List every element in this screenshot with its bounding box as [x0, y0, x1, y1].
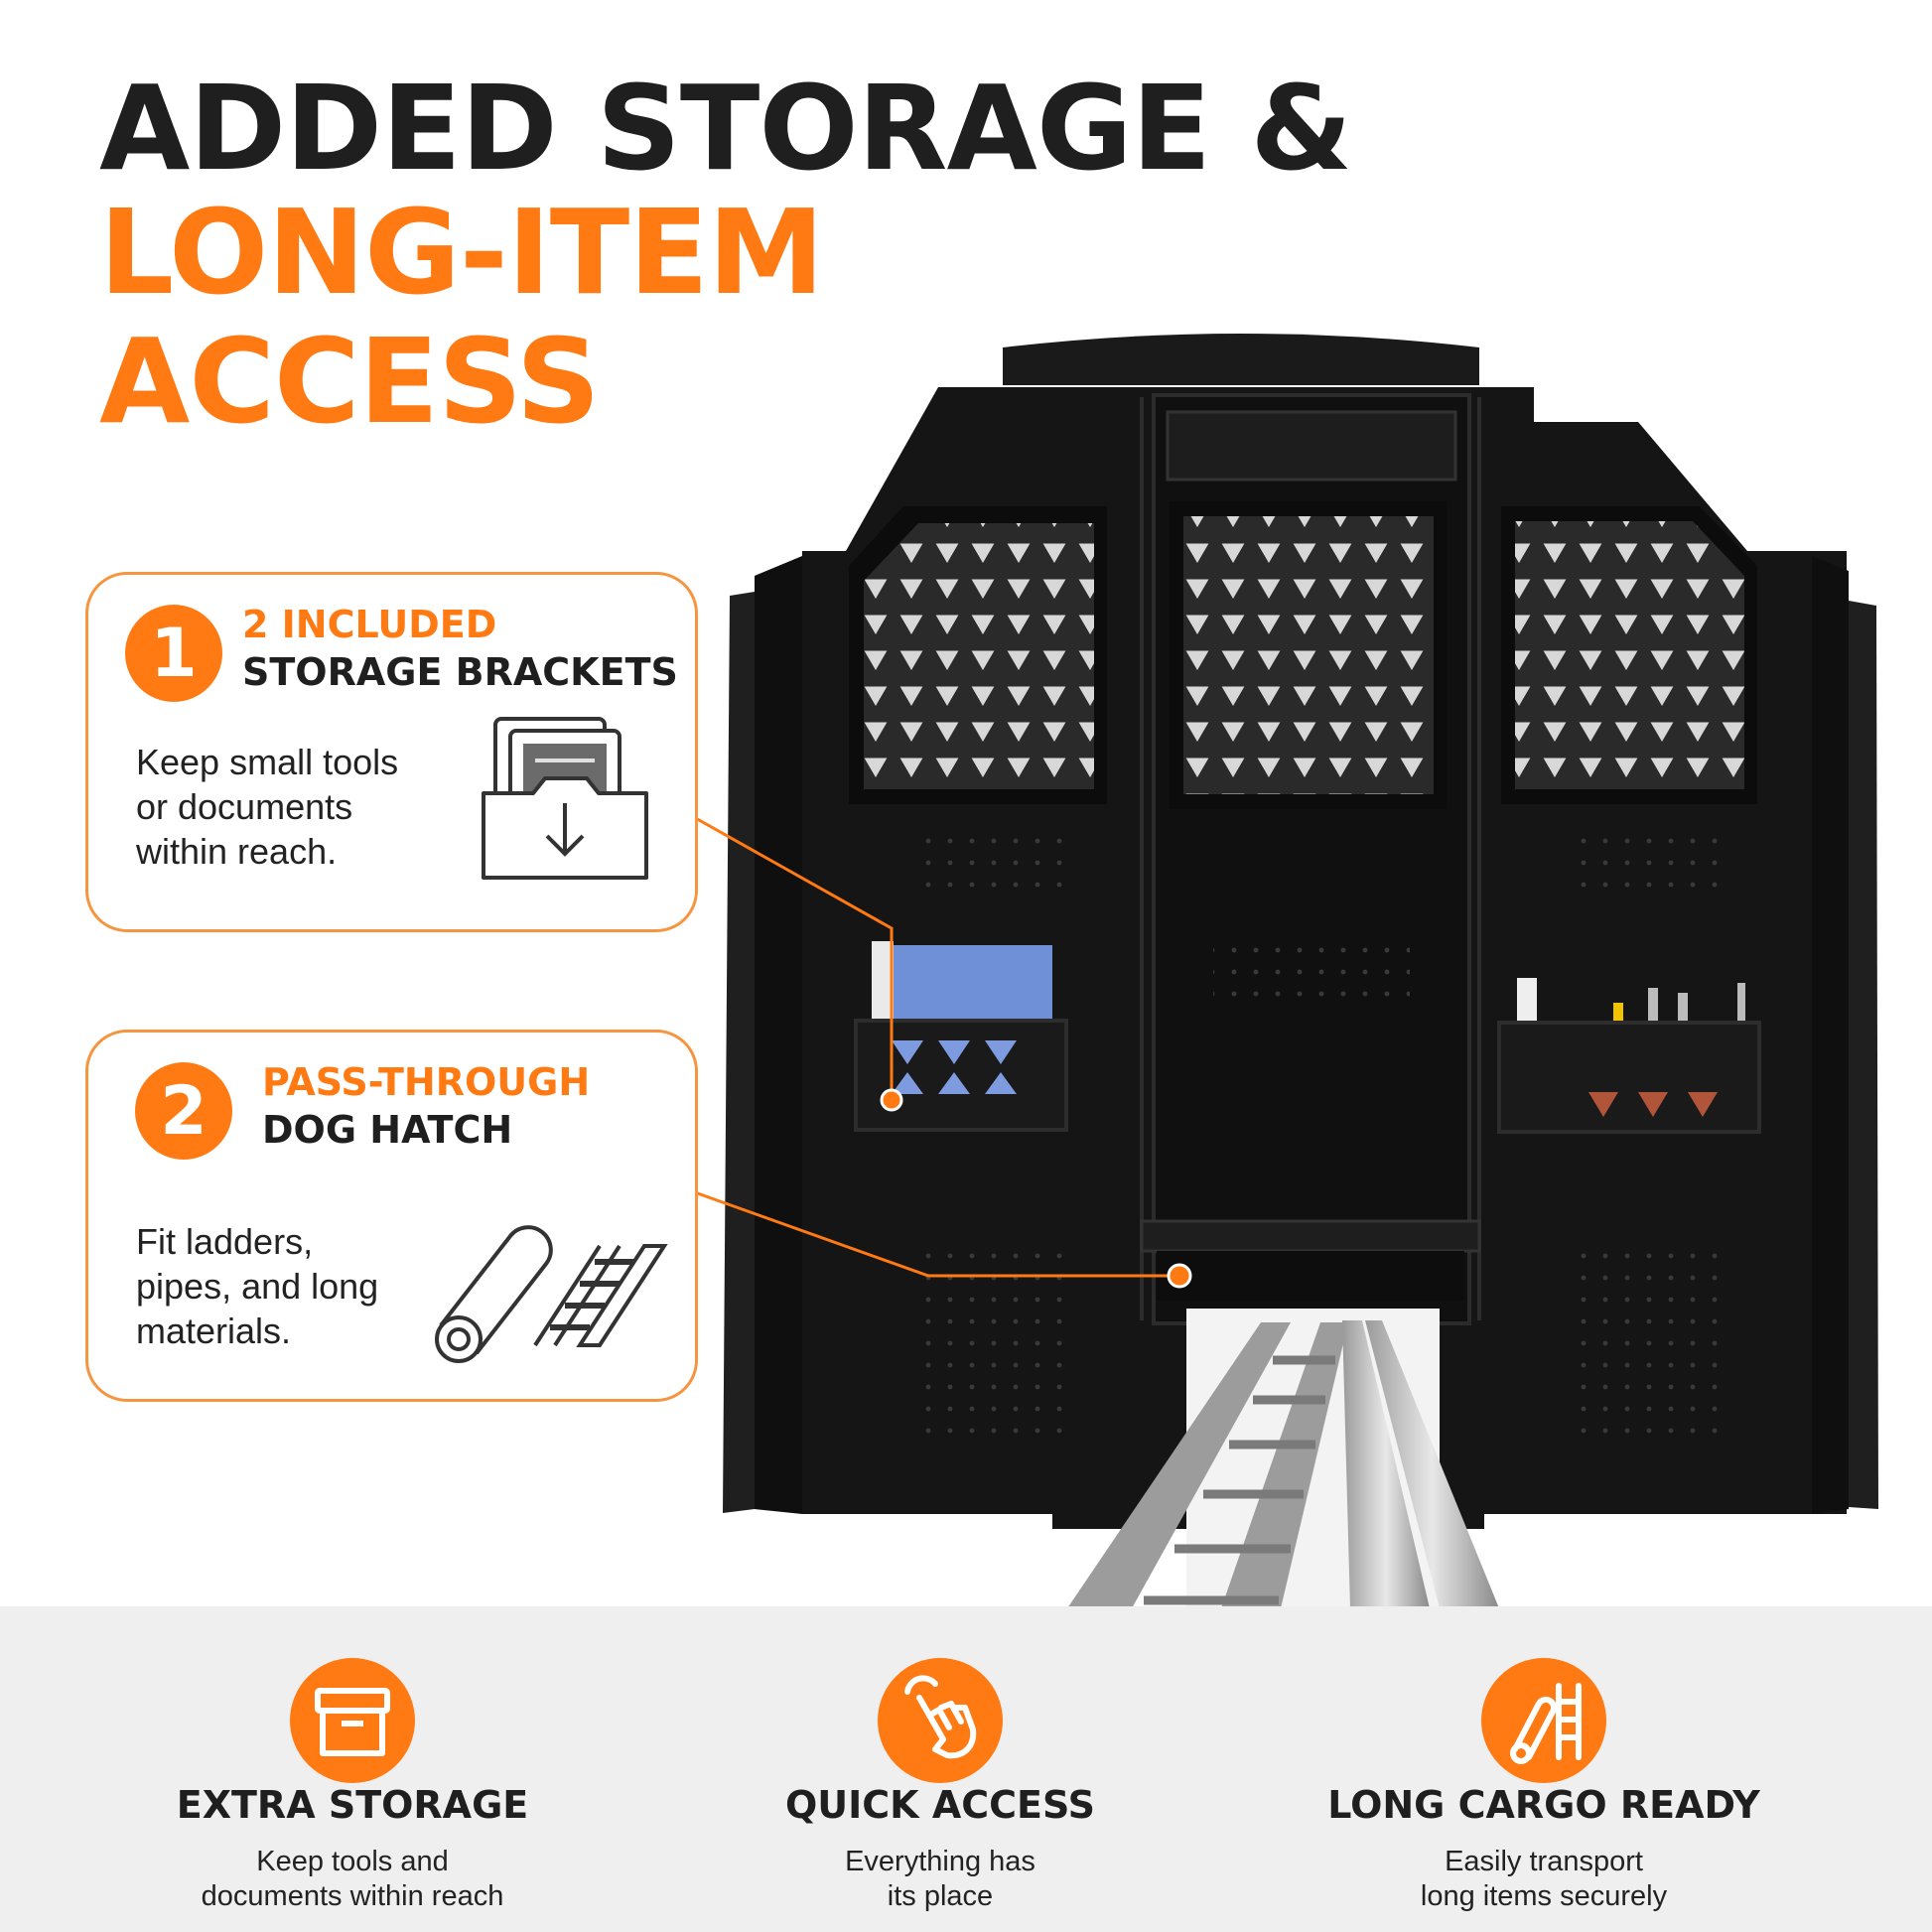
- callout-body: Keep small tools or documents within rea…: [136, 742, 399, 872]
- pipe-ladder-icon: [1481, 1658, 1606, 1783]
- callout-number-badge: 2: [135, 1062, 232, 1160]
- feature-text: Keep tools and documents within reach: [201, 1846, 504, 1912]
- feature-long-cargo-ready: LONG CARGO READY Easily transport long i…: [1246, 1606, 1842, 1932]
- callout-body: Fit ladders, pipes, and long materials.: [136, 1221, 379, 1351]
- mesh-window-center: [1170, 501, 1448, 809]
- mesh-window-left: [849, 506, 1107, 804]
- callout-number-badge: 1: [125, 605, 222, 702]
- storage-box-icon: [290, 1658, 415, 1783]
- feature-quick-access: QUICK ACCESS Everything has its place: [642, 1606, 1238, 1932]
- features-band: EXTRA STORAGE Keep tools and documents w…: [0, 1606, 1932, 1932]
- callout-card-dog-hatch: 2 PASS-THROUGH DOG HATCH Fit ladders, pi…: [85, 1030, 698, 1402]
- mesh-window-right: [1501, 506, 1757, 804]
- feature-title: QUICK ACCESS: [784, 1783, 1096, 1827]
- callout-title-accent: 2 INCLUDED: [242, 603, 497, 646]
- headline-line-3: ACCESS: [99, 313, 601, 450]
- callout-title-accent: PASS-THROUGH: [262, 1060, 591, 1104]
- feature-title: EXTRA STORAGE: [176, 1783, 529, 1827]
- feature-extra-storage: EXTRA STORAGE Keep tools and documents w…: [55, 1606, 650, 1932]
- right-storage-bracket: [1497, 978, 1761, 1134]
- headline-line-2: LONG-ITEM: [99, 184, 824, 321]
- left-storage-bracket: [854, 941, 1068, 1132]
- folder-documents-icon: [482, 717, 648, 880]
- pipe-and-ladder-icon: [435, 1225, 668, 1363]
- feature-title: LONG CARGO READY: [1327, 1783, 1760, 1827]
- callout-title-main: DOG HATCH: [262, 1108, 513, 1152]
- partition-product-image: [723, 334, 1878, 1608]
- tap-hand-icon: [878, 1658, 1003, 1783]
- feature-text: Easily transport long items securely: [1420, 1846, 1668, 1912]
- feature-text: Everything has its place: [845, 1846, 1035, 1912]
- headline-line-1: ADDED STORAGE &: [99, 60, 1352, 197]
- pipes-illustration: [1342, 1320, 1499, 1608]
- ladder-illustration: [1067, 1322, 1348, 1608]
- callout-card-storage-brackets: 1 2 INCLUDED STORAGE BRACKETS Keep small…: [85, 572, 698, 932]
- callout-title-main: STORAGE BRACKETS: [242, 650, 678, 694]
